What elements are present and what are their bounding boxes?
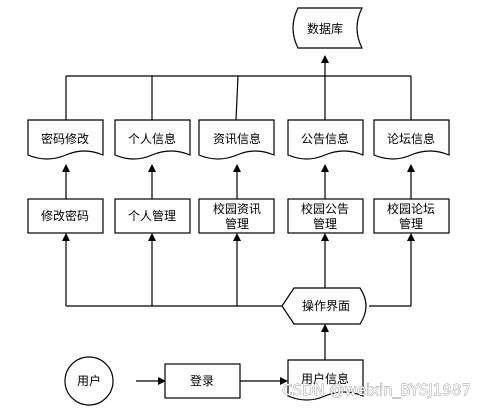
- proc-news-manage-label-line1: 校园资讯: [213, 201, 261, 216]
- proc-news-manage-label-line2: 管理: [225, 216, 249, 231]
- csdn-watermark: CSDN @weixin_BYSJ1987: [282, 381, 471, 400]
- doc-forum-info: 论坛信息: [373, 119, 450, 160]
- doc-forum-info-label: 论坛信息: [387, 131, 435, 146]
- login-node: 登录: [164, 363, 241, 399]
- user-label: 用户: [77, 373, 101, 388]
- proc-notice-manage-label-line1: 校园公告: [301, 201, 349, 216]
- doc-notice-info-label: 公告信息: [301, 131, 349, 146]
- operation-ui-label: 操作界面: [302, 298, 350, 313]
- doc-news-info-label: 资讯信息: [213, 131, 261, 146]
- operation-ui-node: 操作界面: [281, 287, 367, 325]
- user-info-node: 用户信息: [287, 359, 364, 401]
- database-label: 数据库: [307, 21, 343, 36]
- login-label: 登录: [190, 373, 214, 388]
- doc-password-modify: 密码修改: [27, 119, 104, 160]
- user-node: 用户: [64, 356, 114, 406]
- proc-news-manage: 校园资讯 管理: [198, 198, 275, 234]
- doc-news-info: 资讯信息: [198, 119, 275, 160]
- doc-notice-info: 公告信息: [287, 119, 364, 160]
- doc-personal-info: 个人信息: [114, 119, 191, 160]
- proc-notice-manage: 校园公告 管理: [287, 198, 364, 234]
- proc-forum-manage-label-line1: 校园论坛: [387, 201, 435, 216]
- user-info-label: 用户信息: [301, 371, 349, 386]
- proc-notice-manage-label-line2: 管理: [313, 216, 337, 231]
- proc-modify-password-label: 修改密码: [41, 208, 89, 223]
- doc-personal-info-label: 个人信息: [128, 131, 176, 146]
- doc-password-modify-label: 密码修改: [41, 131, 89, 146]
- connector-news-doc-to-bus: [235, 75, 239, 121]
- proc-forum-manage: 校园论坛 管理: [373, 198, 450, 234]
- proc-modify-password: 修改密码: [27, 198, 104, 234]
- proc-forum-manage-label-line2: 管理: [399, 216, 423, 231]
- database-node: 数据库: [292, 7, 363, 49]
- proc-personal-manage-label: 个人管理: [128, 208, 176, 223]
- proc-personal-manage: 个人管理: [114, 198, 191, 234]
